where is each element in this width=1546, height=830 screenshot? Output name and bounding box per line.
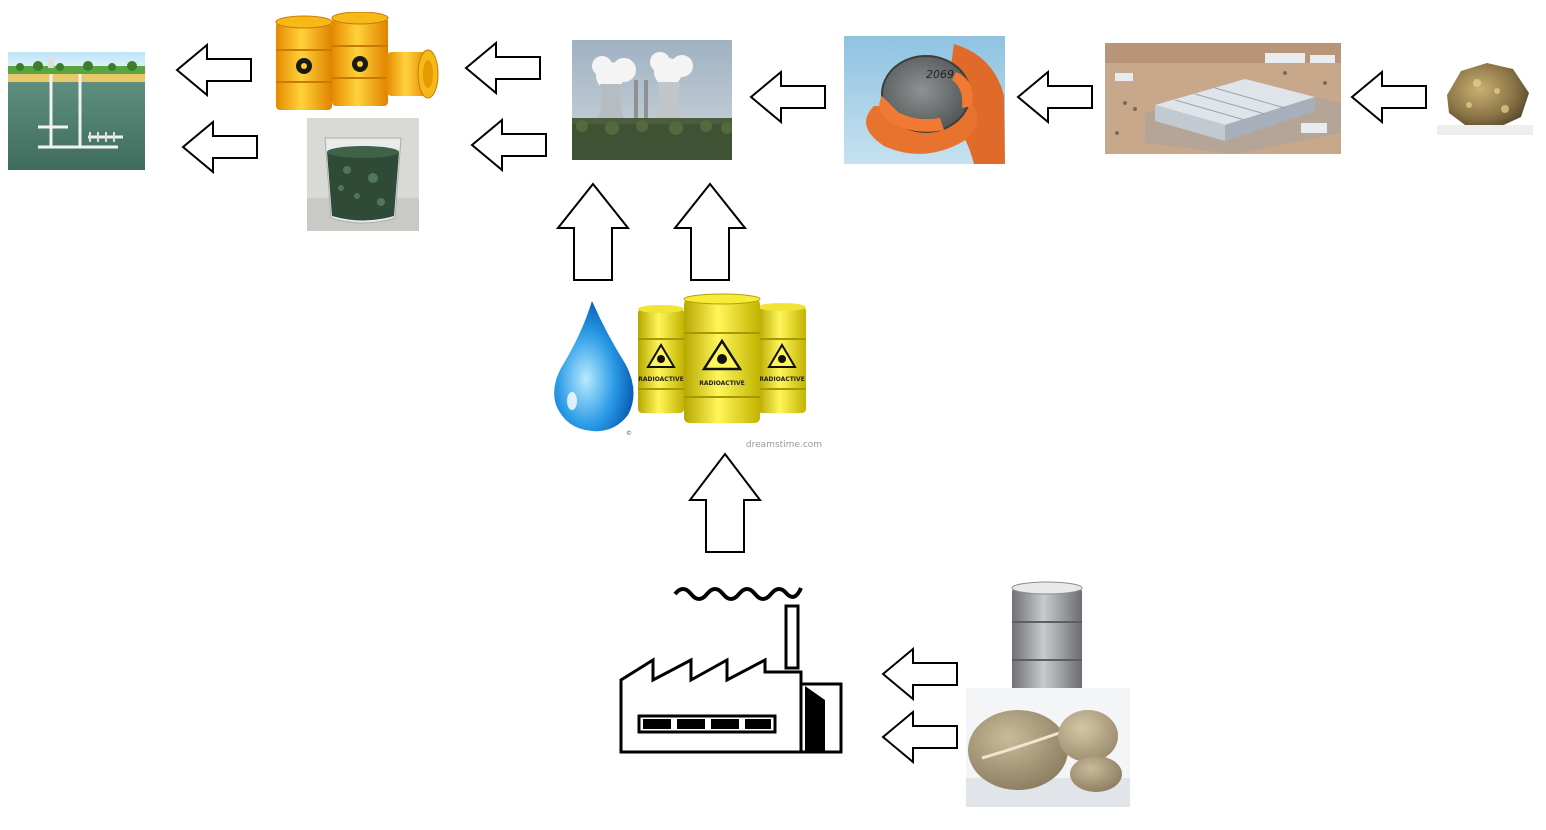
factory-icon <box>615 576 851 754</box>
liquid-waste-glass-icon <box>307 118 419 231</box>
arrow-factory-to-fuel <box>688 452 762 553</box>
arrow-plant-to-liquid-waste <box>470 118 547 172</box>
arrow-enrichment-to-ingot <box>1016 70 1093 124</box>
arrow-ore-to-enrichment <box>1350 70 1427 124</box>
geologic-repository-icon <box>8 52 145 170</box>
svg-text:dreamstime.com: dreamstime.com <box>746 440 822 450</box>
arrow-fuel-to-plant <box>673 182 747 281</box>
arrow-liquid-waste-to-repository <box>181 120 258 174</box>
arrow-plant-to-drums <box>464 41 541 95</box>
nuclear-power-plant-icon <box>572 40 732 160</box>
svg-text:RADIOACTIVE: RADIOACTIVE <box>638 376 684 383</box>
arrow-rocks-to-factory <box>881 710 958 764</box>
arrow-drum-to-factory <box>881 647 958 701</box>
water-drop-and-yellow-drums-icon: © RADIOACTIVE RADIOACTIVE RADIOACTIVE dr… <box>548 293 826 455</box>
svg-text:RADIOACTIVE: RADIOACTIVE <box>759 376 805 383</box>
rocks-icon <box>966 688 1130 807</box>
svg-text:RADIOACTIVE: RADIOACTIVE <box>699 380 745 387</box>
steel-drum-icon <box>1008 580 1086 700</box>
uranium-ore-icon <box>1437 55 1533 135</box>
arrow-drums-to-repository <box>175 43 252 97</box>
arrow-ingot-to-plant <box>749 70 826 124</box>
arrow-water-to-plant <box>556 182 630 281</box>
svg-text:2069: 2069 <box>926 68 954 81</box>
enrichment-facility-icon <box>1105 43 1341 154</box>
uranium-ingot-icon: 2069 <box>844 36 1005 164</box>
svg-text:©: © <box>626 430 632 437</box>
radioactive-drums-icon <box>274 12 440 112</box>
